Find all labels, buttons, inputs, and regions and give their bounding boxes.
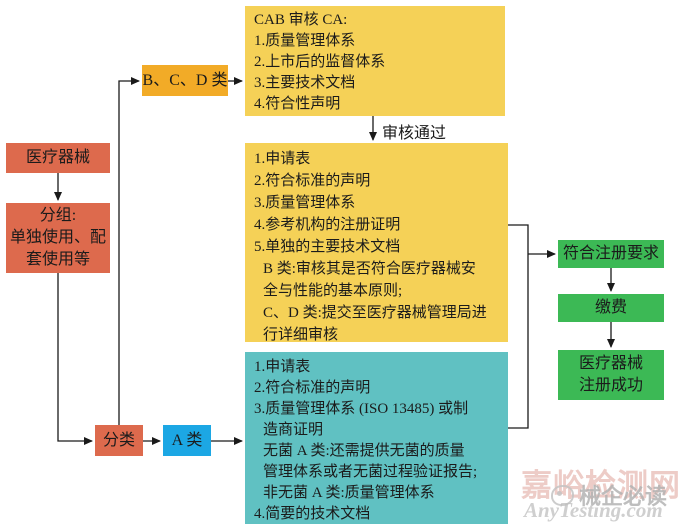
bcd-req-line-2: 2.符合标准的声明 bbox=[254, 173, 371, 189]
node-class-bcd-label: B、C、D 类 bbox=[142, 71, 228, 89]
cab-line-title: CAB 审核 CA: bbox=[254, 12, 348, 28]
node-grouping-line1: 分组: bbox=[39, 207, 77, 224]
node-grouping-line2: 单独使用、配 bbox=[9, 229, 106, 246]
cab-line-1: 1.质量管理体系 bbox=[254, 33, 356, 49]
bcd-req-line-9: 行详细审核 bbox=[263, 327, 339, 342]
a-req-line-8: 4.简要的技术文档 bbox=[254, 506, 371, 522]
node-register-requirements-met-label: 符合注册要求 bbox=[562, 245, 659, 262]
node-medical-device: 医疗器械 bbox=[6, 143, 110, 173]
node-class-a-label: A 类 bbox=[171, 431, 203, 449]
cab-line-3: 3.主要技术文档 bbox=[254, 75, 356, 91]
a-req-line-7: 非无菌 A 类:质量管理体系 bbox=[263, 485, 435, 501]
a-req-line-1: 1.申请表 bbox=[254, 359, 311, 375]
cab-line-4: 4.符合性声明 bbox=[254, 96, 341, 112]
bcd-req-line-3: 3.质量管理体系 bbox=[254, 195, 356, 211]
node-grouping-line3: 套使用等 bbox=[25, 251, 90, 268]
node-classify: 分类 bbox=[95, 425, 143, 456]
node-pay-fee: 缴费 bbox=[558, 294, 664, 322]
cab-audit-box: CAB 审核 CA: 1.质量管理体系 2.上市后的监督体系 3.主要技术文档 … bbox=[245, 6, 505, 116]
bcd-requirements-box: 1.申请表 2.符合标准的声明 3.质量管理体系 4.参考机构的注册证明 5.单… bbox=[245, 143, 508, 342]
node-pay-fee-label: 缴费 bbox=[594, 299, 627, 316]
node-registration-success-line2: 注册成功 bbox=[578, 377, 643, 394]
a-req-line-5: 无菌 A 类:还需提供无菌的质量 bbox=[263, 443, 465, 459]
node-registration-success-line1: 医疗器械 bbox=[578, 355, 643, 372]
node-classify-label: 分类 bbox=[102, 431, 135, 449]
bcd-req-line-8: C、D 类:提交至医疗器械管理局进 bbox=[263, 305, 487, 321]
a-req-line-2: 2.符合标准的声明 bbox=[254, 380, 371, 396]
node-medical-device-label: 医疗器械 bbox=[25, 149, 90, 166]
bcd-req-line-5: 5.单独的主要技术文档 bbox=[254, 239, 401, 255]
bcd-req-line-7: 全与性能的基本原则; bbox=[263, 283, 403, 299]
node-class-bcd: B、C、D 类 bbox=[142, 65, 228, 96]
node-class-a: A 类 bbox=[163, 425, 211, 456]
bcd-req-line-4: 4.参考机构的注册证明 bbox=[254, 217, 401, 233]
bcd-req-line-6: B 类:审核其是否符合医疗器械安 bbox=[263, 261, 476, 277]
a-requirements-box: 1.申请表 2.符合标准的声明 3.质量管理体系 (ISO 13485) 或制 … bbox=[245, 352, 508, 524]
a-req-line-6: 管理体系或者无菌过程验证报告; bbox=[263, 464, 478, 480]
node-register-requirements-met: 符合注册要求 bbox=[558, 240, 664, 268]
a-req-line-3: 3.质量管理体系 (ISO 13485) 或制 bbox=[254, 401, 469, 417]
bcd-req-line-1: 1.申请表 bbox=[254, 151, 311, 167]
node-grouping: 分组: 单独使用、配 套使用等 bbox=[6, 203, 110, 273]
node-registration-success: 医疗器械 注册成功 bbox=[558, 350, 664, 400]
cab-line-2: 2.上市后的监督体系 bbox=[254, 54, 386, 70]
a-req-line-4: 造商证明 bbox=[263, 422, 324, 438]
audit-passed-label: 审核通过 bbox=[382, 125, 447, 142]
